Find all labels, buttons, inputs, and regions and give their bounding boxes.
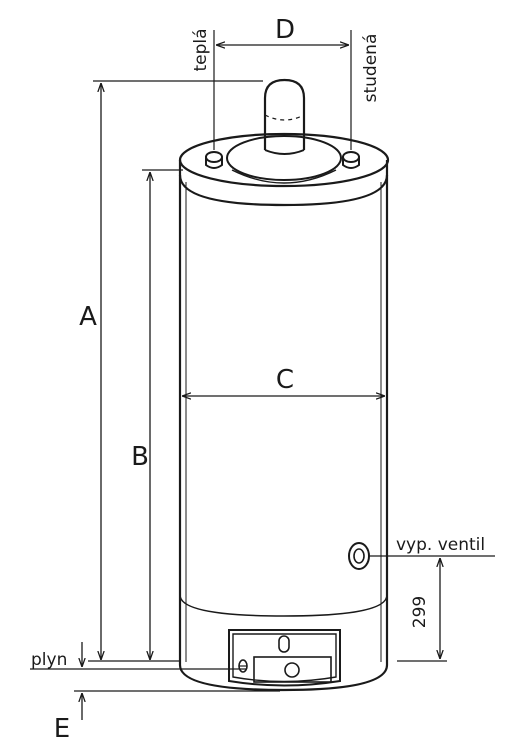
- relief-valve: [348, 542, 370, 570]
- label-d: D: [275, 15, 295, 45]
- gas-reference-lines: [30, 660, 280, 692]
- dimension-299: [369, 555, 495, 662]
- gas-control-panel: [228, 629, 341, 687]
- label-a: A: [79, 302, 97, 332]
- hot-water-connection: [205, 151, 223, 169]
- label-299: 299: [410, 596, 430, 628]
- cold-water-connection: [342, 151, 360, 169]
- label-hot: teplá: [191, 28, 211, 71]
- label-e: E: [54, 714, 70, 744]
- dimension-a: [93, 80, 263, 660]
- label-valve: vyp. ventil: [396, 535, 485, 555]
- dimension-d: [213, 30, 352, 150]
- flue-stack: [263, 78, 306, 155]
- tank-top: [178, 132, 390, 207]
- label-c: C: [276, 365, 294, 395]
- label-cold: studená: [361, 34, 381, 103]
- label-gas: plyn: [31, 650, 67, 670]
- label-b: B: [131, 442, 149, 472]
- dimension-b: [142, 169, 183, 660]
- tank-body: [178, 175, 389, 692]
